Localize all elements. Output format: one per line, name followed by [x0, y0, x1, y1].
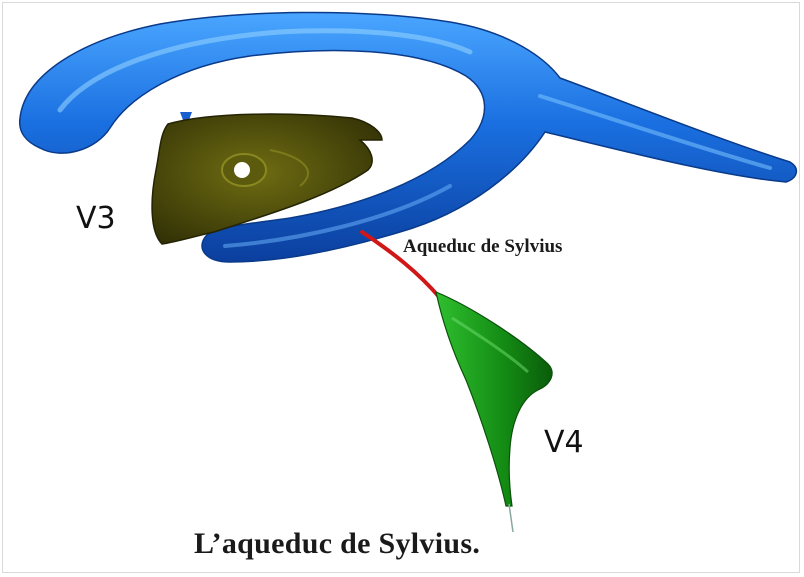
central-canal-line: [509, 504, 513, 532]
label-v4: V4: [544, 425, 584, 460]
figure-caption: L’aqueduc de Sylvius.: [194, 527, 480, 561]
fourth-ventricle-shape: [436, 292, 552, 506]
label-v3: V3: [76, 201, 116, 236]
lateral-ventricles-shape: [20, 12, 797, 262]
label-aqueduct: Aqueduc de Sylvius: [403, 236, 562, 258]
